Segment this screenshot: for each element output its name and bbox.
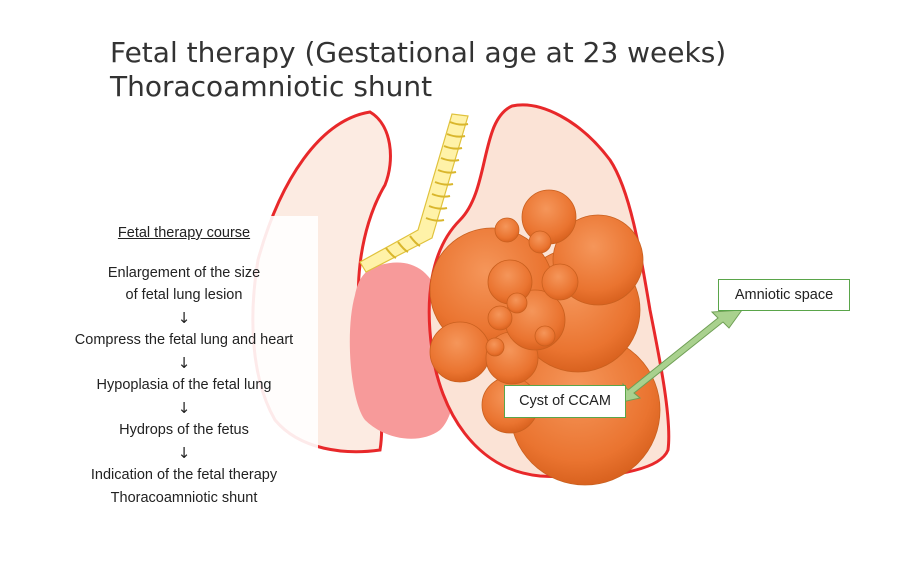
course-heading: Fetal therapy course <box>117 225 251 241</box>
course-step: Enlargement of the size <box>107 264 261 281</box>
down-arrow-icon: ↓ <box>177 398 191 417</box>
down-arrow-icon: ↓ <box>177 308 191 327</box>
course-step: of fetal lung lesion <box>125 287 243 303</box>
course-step: Thoracoamniotic shunt <box>110 489 258 506</box>
amniotic-space-label: Amniotic space <box>718 279 850 311</box>
down-arrow-icon: ↓ <box>177 353 191 372</box>
down-arrow-icon: ↓ <box>177 443 191 462</box>
page-title: Fetal therapy (Gestational age at 23 wee… <box>110 36 726 104</box>
course-step: Hypoplasia of the fetal lung <box>96 377 272 393</box>
course-step: Hydrops of the fetus <box>119 422 249 438</box>
ccam-cysts <box>429 189 661 486</box>
title-line-1: Fetal therapy (Gestational age at 23 wee… <box>110 36 727 69</box>
trachea <box>359 113 469 273</box>
cyst-label: Cyst of CCAM <box>504 385 626 418</box>
course-step: Indication of the fetal therapy <box>90 467 278 483</box>
therapy-course-box: Fetal therapy course Enlargement of the … <box>50 216 318 510</box>
title-line-2: Thoracoamniotic shunt <box>110 70 433 103</box>
course-step: Compress the fetal lung and heart <box>74 332 294 348</box>
course-steps: Enlargement of the size of fetal lung le… <box>50 262 318 510</box>
